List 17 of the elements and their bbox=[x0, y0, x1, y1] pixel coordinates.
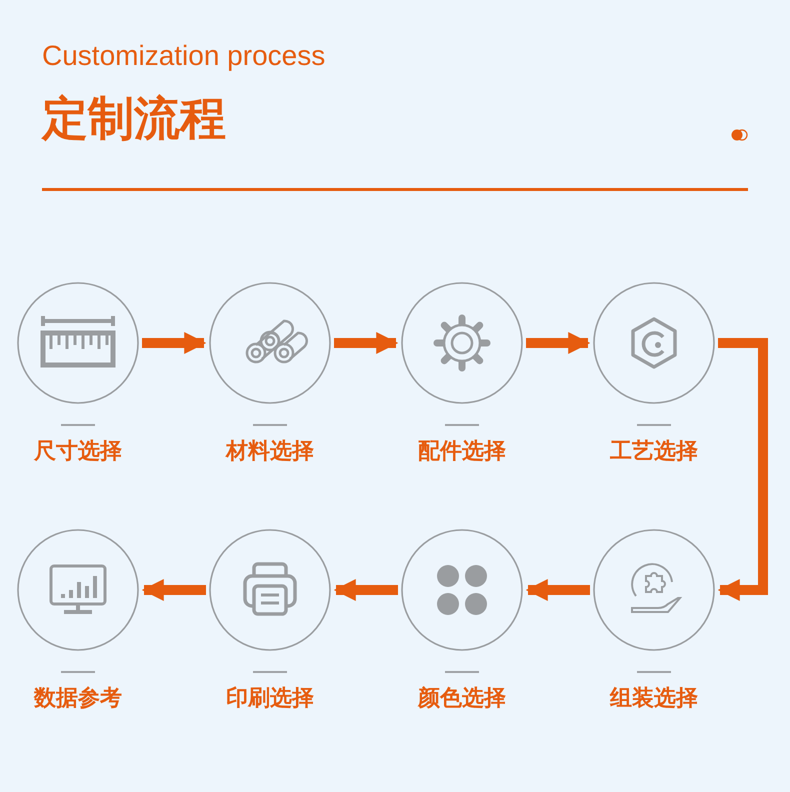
step-label: 数据参考 bbox=[32, 685, 123, 713]
step-label: 印刷选择 bbox=[225, 685, 315, 713]
arrow bbox=[334, 579, 398, 601]
subtitle: Customization process bbox=[42, 40, 326, 72]
title: 定制流程 bbox=[42, 90, 226, 147]
step-label: 组装选择 bbox=[608, 685, 699, 713]
arrow bbox=[142, 579, 206, 601]
arrow bbox=[334, 332, 398, 354]
step-label: 材料选择 bbox=[224, 438, 315, 466]
step-label: 颜色选择 bbox=[416, 685, 507, 713]
arrow bbox=[718, 338, 768, 601]
step-label: 工艺选择 bbox=[609, 438, 699, 466]
arrow bbox=[526, 332, 590, 354]
arrow bbox=[142, 332, 206, 354]
arrow bbox=[526, 579, 590, 601]
step-label: 尺寸选择 bbox=[32, 438, 123, 466]
step-label: 配件选择 bbox=[417, 438, 507, 466]
